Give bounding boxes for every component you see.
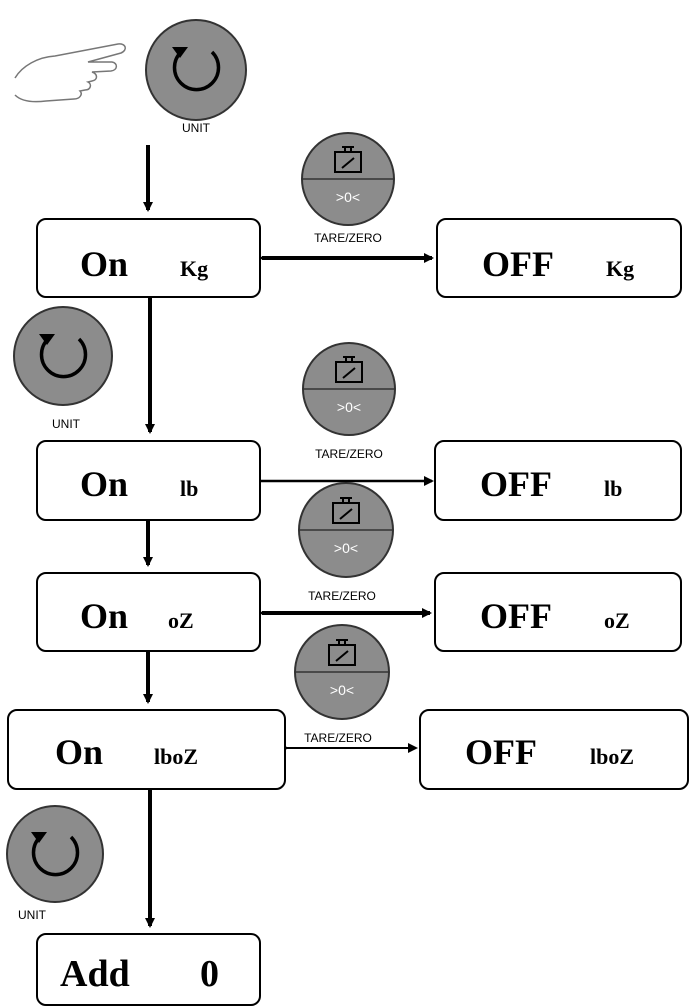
zero-symbol: >0< xyxy=(330,682,354,698)
on-box-lb: On lb xyxy=(36,440,261,521)
unit-text: Kg xyxy=(606,256,634,281)
weight-icon xyxy=(335,356,363,383)
zero-symbol: >0< xyxy=(337,399,361,415)
on-box-lboz: On lboZ xyxy=(7,709,286,790)
state-text: OFF xyxy=(480,464,552,504)
add-label: Add xyxy=(60,953,130,995)
unit-label: UNIT xyxy=(182,121,211,135)
state-text: OFF xyxy=(482,244,554,284)
tare-zero-button-1[interactable]: >0< TARE/ZERO xyxy=(301,132,395,245)
state-text: On xyxy=(80,596,128,636)
unit-text: lb xyxy=(604,476,622,501)
unit-text: lboZ xyxy=(154,744,198,769)
toggle-arrows xyxy=(254,253,434,753)
tare-zero-label: TARE/ZERO xyxy=(304,731,372,745)
unit-label: UNIT xyxy=(18,908,47,922)
unit-text: Kg xyxy=(180,256,208,281)
state-text: OFF xyxy=(480,596,552,636)
weight-icon xyxy=(332,497,360,524)
zero-symbol: >0< xyxy=(336,189,360,205)
tare-zero-label: TARE/ZERO xyxy=(314,231,382,245)
unit-button-top[interactable]: UNIT xyxy=(145,19,247,135)
state-text: On xyxy=(80,464,128,504)
zero-symbol: >0< xyxy=(334,540,358,556)
rotate-icon xyxy=(39,334,88,379)
unit-text: lboZ xyxy=(590,744,634,769)
tare-zero-button-2[interactable]: >0< TARE/ZERO xyxy=(302,342,396,461)
unit-text: oZ xyxy=(168,608,194,633)
tare-zero-button-4[interactable]: >0< TARE/ZERO xyxy=(294,624,390,745)
weight-icon xyxy=(334,146,362,173)
tare-zero-label: TARE/ZERO xyxy=(315,447,383,461)
tare-zero-button-3[interactable]: >0< TARE/ZERO xyxy=(298,482,394,603)
flow-arrows xyxy=(143,145,155,928)
rotate-icon xyxy=(31,832,80,877)
off-box-oz: OFF oZ xyxy=(434,572,682,652)
add-value: 0 xyxy=(200,953,219,995)
unit-button-bottom[interactable]: UNIT xyxy=(6,805,104,922)
unit-button-middle[interactable]: UNIT xyxy=(13,306,113,431)
tare-zero-label: TARE/ZERO xyxy=(308,589,376,603)
weight-icon xyxy=(328,639,356,666)
unit-text: lb xyxy=(180,476,198,501)
pointing-hand-icon xyxy=(14,43,126,103)
on-box-oz: On oZ xyxy=(36,572,261,652)
off-box-lboz: OFF lboZ xyxy=(419,709,689,790)
off-box-kg: OFF Kg xyxy=(436,218,682,298)
on-box-kg: On Kg xyxy=(36,218,261,298)
state-text: On xyxy=(55,732,103,772)
state-text: OFF xyxy=(465,732,537,772)
rotate-icon xyxy=(172,47,221,92)
unit-text: oZ xyxy=(604,608,630,633)
off-box-lb: OFF lb xyxy=(434,440,682,521)
state-text: On xyxy=(80,244,128,284)
add-box: Add 0 xyxy=(36,933,261,1006)
unit-label: UNIT xyxy=(52,417,81,431)
